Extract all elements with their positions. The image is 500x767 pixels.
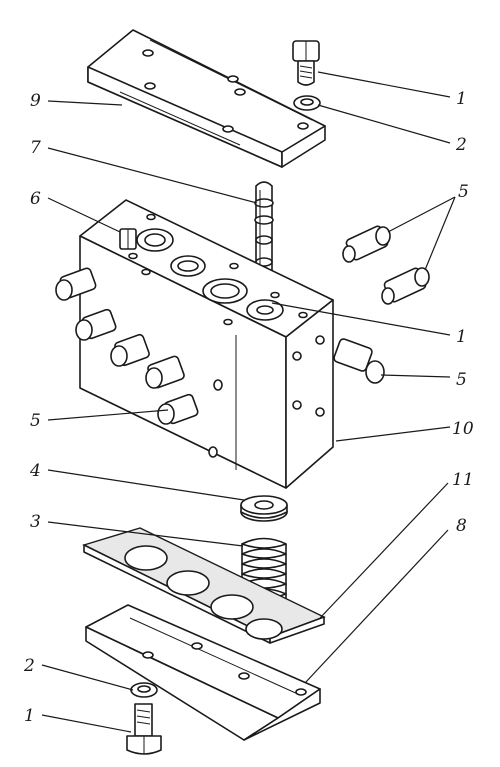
body-fitting-2 bbox=[75, 308, 117, 341]
callout-4: 4 bbox=[29, 461, 41, 481]
spring bbox=[241, 537, 287, 609]
callout-3: 3 bbox=[30, 512, 41, 532]
bottom-plate bbox=[85, 604, 321, 741]
body-fitting-3 bbox=[110, 333, 150, 367]
top-bolt bbox=[292, 40, 320, 86]
top-cover-plate bbox=[87, 29, 326, 168]
body-fitting-right bbox=[333, 338, 385, 384]
callout-10: 10 bbox=[452, 419, 474, 439]
leader-lines bbox=[41, 71, 456, 733]
body-fitting-4 bbox=[145, 355, 185, 389]
callout-8: 8 bbox=[456, 516, 467, 536]
top-fitting bbox=[119, 228, 137, 250]
callout-9: 9 bbox=[30, 91, 41, 111]
callout-1-mid: 1 bbox=[456, 327, 467, 347]
body-fitting-1 bbox=[55, 267, 97, 301]
callout-11: 11 bbox=[452, 470, 474, 490]
valve-seat bbox=[240, 495, 288, 522]
callout-5-left: 5 bbox=[30, 411, 41, 431]
top-washer bbox=[293, 95, 321, 111]
loose-fitting-upper bbox=[342, 225, 391, 263]
callout-labels: 1 2 9 7 6 5 1 5 5 10 4 11 3 8 2 1 bbox=[23, 89, 474, 726]
gasket bbox=[82, 527, 326, 644]
callout-1-bottom: 1 bbox=[24, 706, 35, 726]
callout-6: 6 bbox=[30, 189, 41, 209]
loose-fitting-lower bbox=[381, 267, 430, 305]
body-fitting-5 bbox=[157, 393, 199, 425]
bottom-washer bbox=[130, 682, 158, 698]
callout-5-right: 5 bbox=[456, 370, 467, 390]
callout-5-top: 5 bbox=[458, 182, 469, 202]
callout-2-top: 2 bbox=[455, 135, 467, 155]
bottom-bolt bbox=[126, 703, 162, 755]
callout-2-bottom: 2 bbox=[23, 656, 35, 676]
callout-1-top: 1 bbox=[456, 89, 467, 109]
callout-7: 7 bbox=[30, 138, 41, 158]
valve-body bbox=[79, 199, 334, 489]
